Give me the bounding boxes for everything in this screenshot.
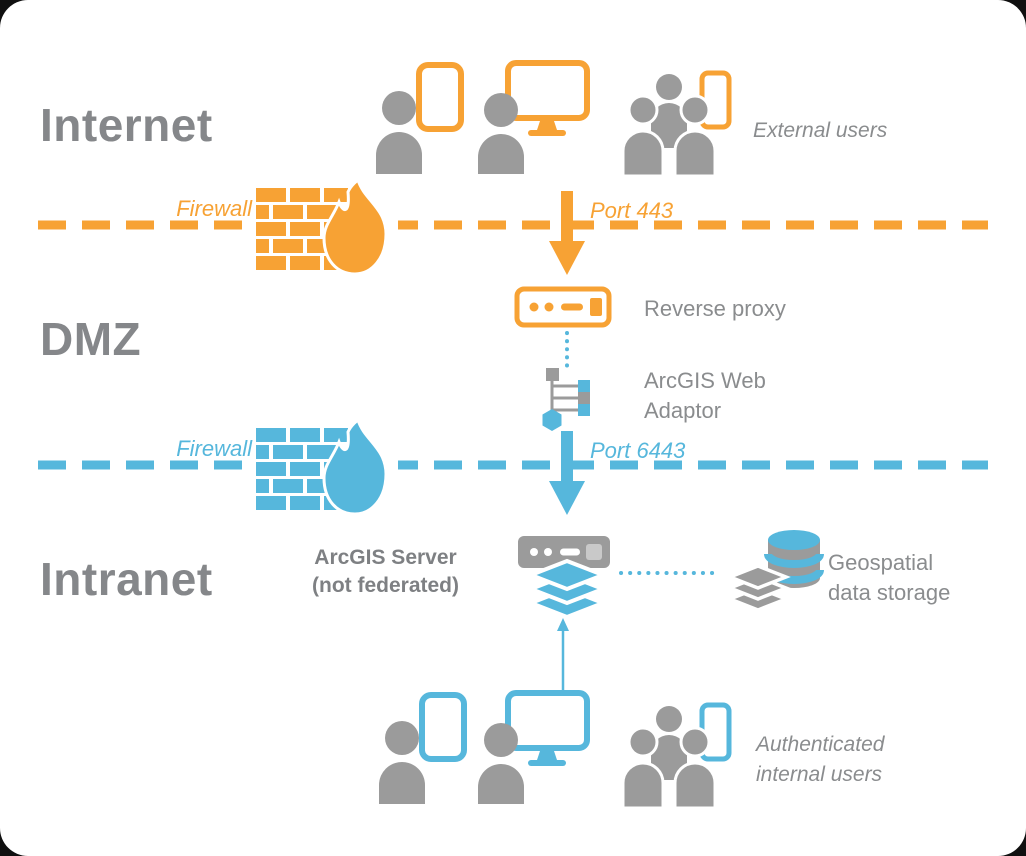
zone-label-internet: Internet [40,99,213,151]
geospatial-storage-label: Geospatial data storage [828,548,950,608]
arcgis-web-adaptor-icon [542,368,590,431]
web-adaptor-label-line1: ArcGIS Web [644,368,766,393]
person-monitor-icon-internal [478,690,590,804]
geospatial-storage-label-line2: data storage [828,580,951,605]
zone-label-intranet: Intranet [40,553,213,605]
firewall-top-label: Firewall [176,196,252,221]
web-adaptor-label: ArcGIS Web Adaptor [644,366,766,426]
geospatial-data-storage-icon [728,530,824,612]
port-443-label: Port 443 [590,198,674,223]
port-6443-label: Port 6443 [590,438,686,463]
person-tablet-icon-internal [379,692,467,804]
arcgis-server-caption: ArcGIS Server (not federated) [283,544,488,600]
down-arrow-port443 [549,191,585,275]
firewall-dashed-line-top [38,220,988,230]
down-arrow-port6443 [549,431,585,515]
zone-label-dmz: DMZ [40,313,142,365]
proxy-adaptor-dotted-connector [565,331,569,368]
internal-users-label-line2: internal users [756,763,883,786]
user-group-phone-icon-internal [621,702,732,808]
reverse-proxy-icon [514,286,612,328]
web-adaptor-label-line2: Adaptor [644,398,722,423]
up-arrow-internal-users [557,618,569,690]
firewall-bottom-label: Firewall [176,436,252,461]
arcgis-server-icon [518,536,610,568]
geospatial-storage-label-line1: Geospatial [828,550,934,575]
arcgis-server-caption-line2: (not federated) [312,574,459,597]
person-monitor-icon-external [478,60,590,174]
person-tablet-icon-external [376,62,464,174]
services-layers-icon [526,558,608,620]
arcgis-server-caption-line1: ArcGIS Server [314,546,457,569]
user-group-phone-icon-external [621,70,732,176]
internal-users-label-line1: Authenticated [756,733,885,756]
external-users-label: External users [753,119,888,142]
firewall-dashed-line-bottom [38,460,988,470]
firewall-icon-top [256,180,398,276]
server-storage-dotted-connector [619,571,721,575]
reverse-proxy-label: Reverse proxy [644,296,786,321]
firewall-icon-bottom [256,420,398,516]
internal-users-label: Authenticated internal users [756,730,884,790]
